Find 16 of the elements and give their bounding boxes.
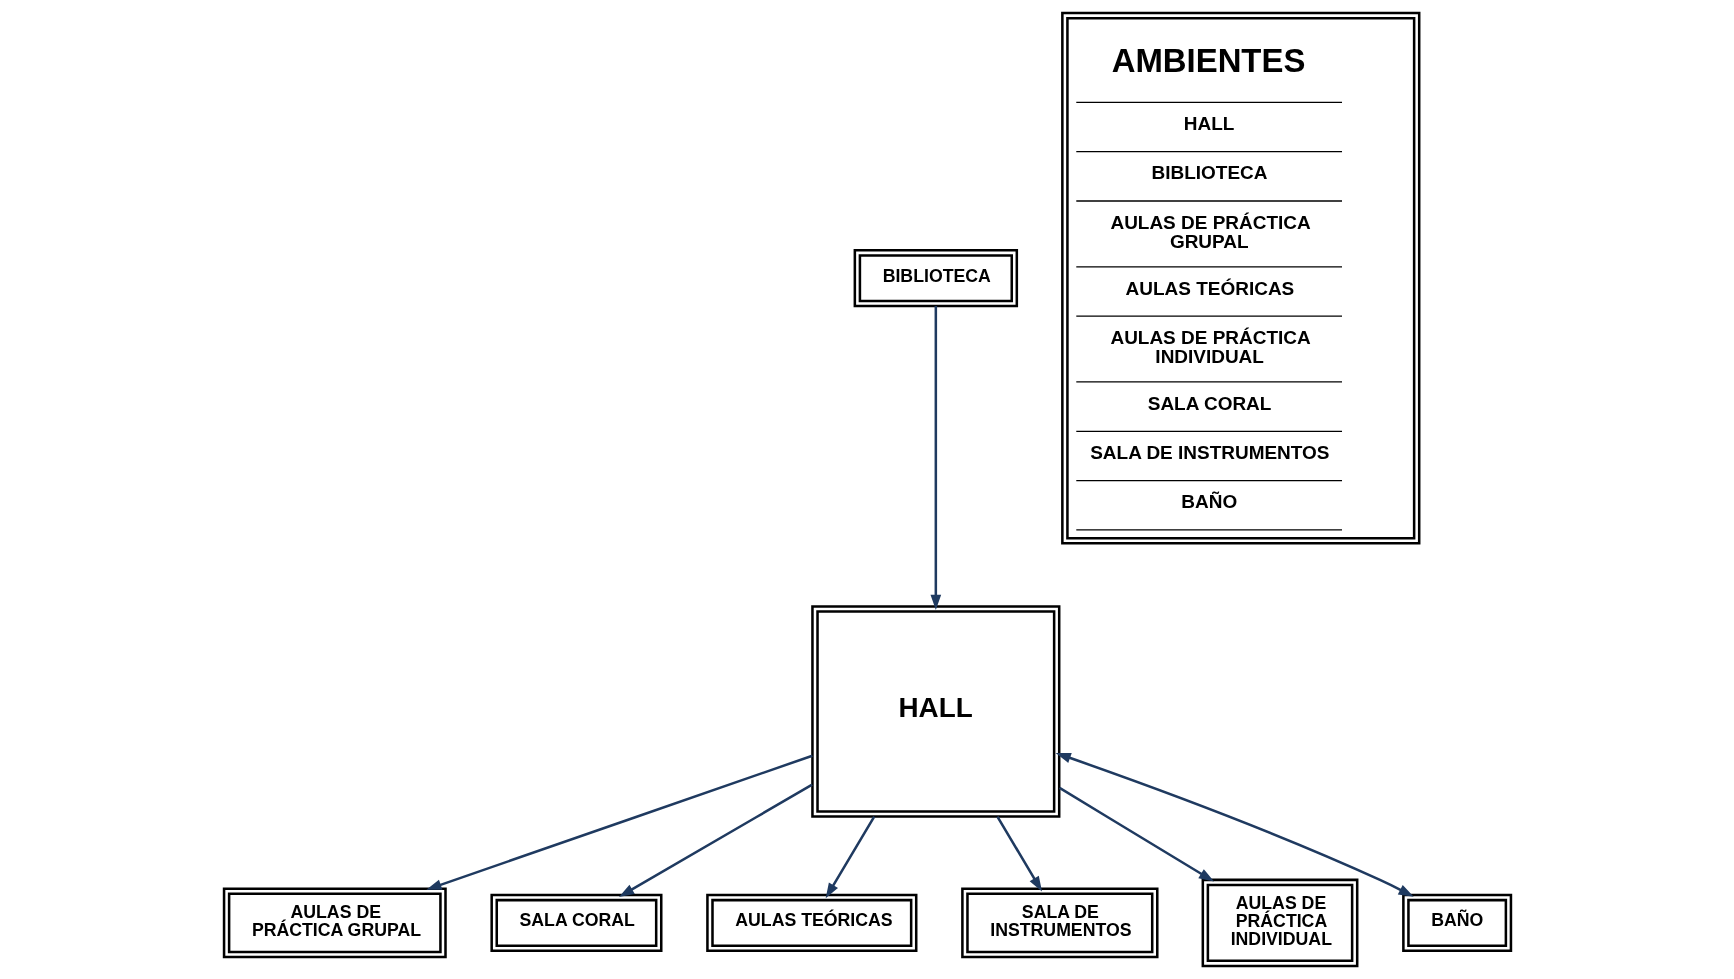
node-box: AULAS TEÓRICAS <box>705 893 917 952</box>
arrow <box>930 306 941 611</box>
arrow <box>425 754 813 890</box>
node-box: SALA DE INSTRUMENTOS <box>960 887 1159 959</box>
node-box: HALL <box>810 605 1060 818</box>
node-box: AMBIENTES HALL BIBLIOTECA AULAS DE PRÁCTICA GRUPAL AULAS TEÓRICAS AULAS DE PRÁCTICA INDIVIDUAL SALA CORAL SALA DE INSTRUMENTOS BAÑO <box>1060 11 1420 545</box>
arrow <box>825 815 875 899</box>
arrow <box>995 815 1042 892</box>
node-box: AULAS DE PRÁCTICA GRUPAL <box>222 887 447 959</box>
node-box: BAÑO <box>1401 893 1512 952</box>
node-box: BIBLIOTECA <box>853 249 1018 308</box>
arrow <box>618 783 813 897</box>
node-box: SALA CORAL <box>489 893 662 952</box>
node-box: AULAS DE PRÁCTICA INDIVIDUAL <box>1201 878 1358 968</box>
arrow <box>1055 752 1414 897</box>
arrow <box>1058 786 1214 882</box>
